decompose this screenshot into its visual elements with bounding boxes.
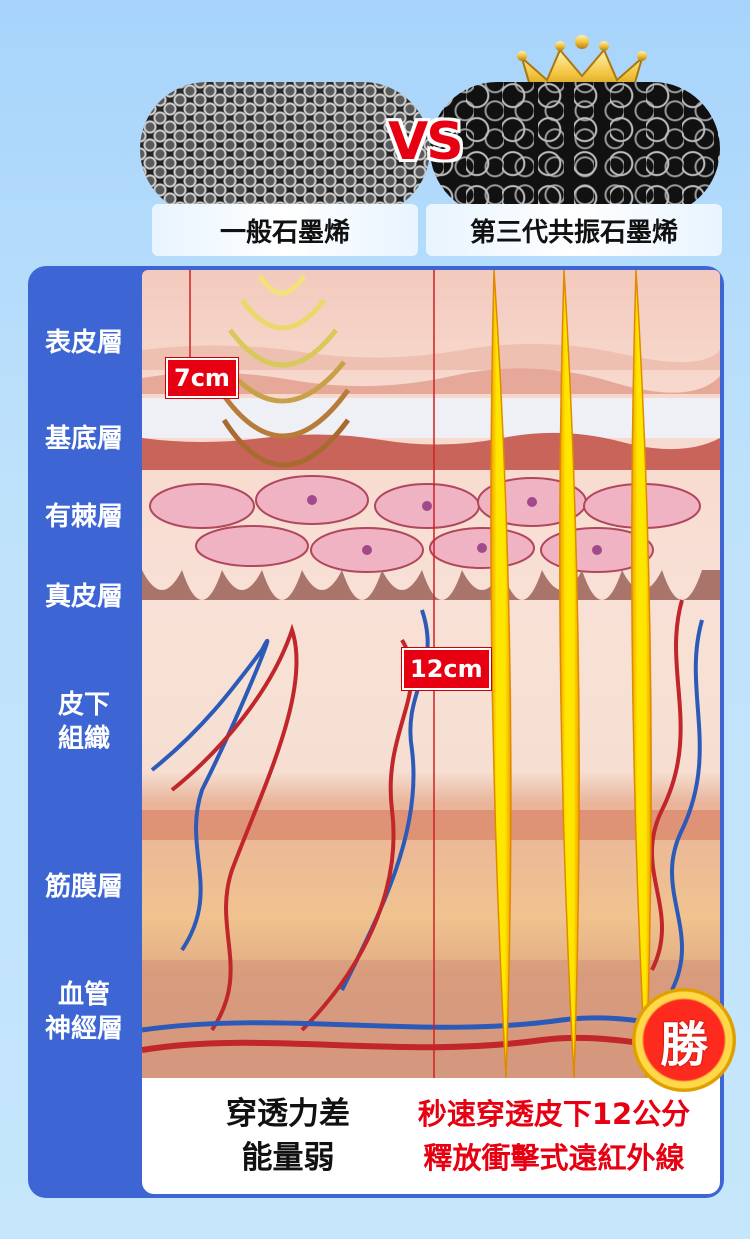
layer-sidebar: 表皮層 基底層 有棘層 真皮層 皮下 組織 筋膜層 血管 神經層	[28, 266, 140, 1198]
resonance-graphene-label: 第三代共振石墨烯	[426, 204, 722, 256]
resonance-summary: 秒速穿透皮下12公分 釋放衝擊式遠紅外線	[394, 1092, 714, 1180]
resonance-summary-line1: 秒速穿透皮下12公分	[417, 1097, 691, 1131]
comparison-panel: 表皮層 基底層 有棘層 真皮層 皮下 組織 筋膜層 血管 神經層	[28, 266, 724, 1198]
standard-graphene-image	[140, 82, 430, 216]
layer-label-basal: 基底層	[44, 424, 123, 454]
layer-label-spinous: 有棘層	[44, 502, 123, 532]
standard-summary-line1: 穿透力差	[226, 1096, 350, 1132]
resonance-graphene-image	[430, 82, 720, 216]
standard-summary-line2: 能量弱	[241, 1140, 335, 1176]
resonance-summary-line2: 釋放衝擊式遠紅外線	[423, 1141, 685, 1175]
layer-label-fascia: 筋膜層	[44, 872, 123, 902]
standard-graphene-label: 一般石墨烯	[152, 204, 418, 256]
win-badge: 勝	[632, 988, 736, 1092]
depth-tag-7cm: 7cm	[166, 358, 238, 398]
layer-label-dermis: 真皮層	[44, 582, 123, 612]
vs-text: VS	[388, 112, 464, 172]
standard-summary: 穿透力差 能量弱	[208, 1092, 368, 1180]
depth-tag-12cm: 12cm	[402, 648, 491, 690]
layer-label-epidermis: 表皮層	[44, 328, 123, 358]
layer-label-vascular-nerve: 血管 神經層	[44, 980, 123, 1044]
skin-cross-section	[142, 270, 720, 1078]
bottom-summary: 穿透力差 能量弱 秒速穿透皮下12公分 釋放衝擊式遠紅外線	[142, 1078, 720, 1194]
layer-label-subcutaneous: 皮下 組織	[57, 690, 110, 754]
